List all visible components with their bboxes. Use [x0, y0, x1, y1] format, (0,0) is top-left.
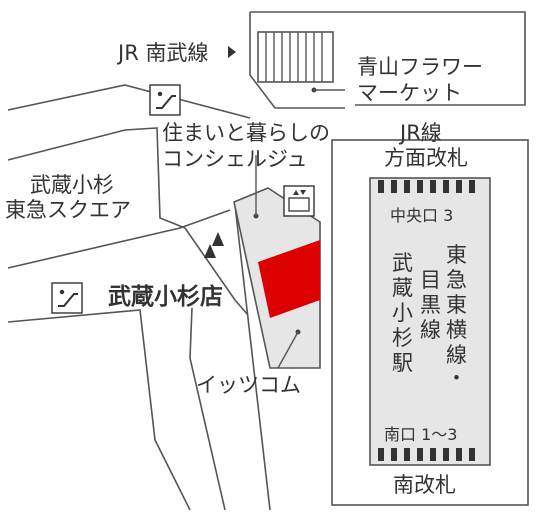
svg-text:急: 急	[446, 268, 467, 292]
elevator-icon	[283, 185, 315, 217]
svg-text:横: 横	[446, 318, 467, 342]
svg-text:東: 東	[446, 243, 467, 267]
svg-text:杉: 杉	[392, 326, 413, 350]
jr-gate-label-1: JR線	[398, 121, 442, 145]
south-gate-stripes	[378, 448, 475, 461]
svg-text:線: 線	[446, 343, 467, 367]
svg-text:蔵: 蔵	[392, 276, 413, 300]
store-block	[233, 155, 321, 369]
jr-gate-label-2: 方面改札	[384, 146, 468, 170]
station-name-column: 武 蔵 小 杉 駅	[392, 251, 413, 375]
sumai-label-1: 住まいと暮らしの	[162, 121, 330, 145]
musashi-tokyu-label-1: 武蔵小杉	[30, 173, 114, 197]
itscom-label: イッツコム	[196, 373, 301, 397]
svg-text:駅: 駅	[392, 351, 413, 375]
central-exit-label: 中央口 3	[390, 206, 453, 225]
aoyama-building	[249, 11, 526, 109]
south-exit-label: 南口 1〜3	[384, 425, 457, 444]
svg-text:武: 武	[392, 251, 413, 275]
escalator-icon	[51, 282, 83, 314]
meguro-line-column: 目 黒 線	[420, 268, 441, 342]
svg-text:目: 目	[420, 268, 441, 292]
svg-text:線: 線	[420, 318, 441, 342]
central-gate-stripes	[378, 180, 475, 193]
aoyama-label-2: マーケット	[357, 81, 462, 105]
jr-nambu-label: JR 南武線	[116, 41, 208, 65]
svg-text:東: 東	[446, 293, 467, 317]
musashi-tokyu-label-2: 東急スクエア	[5, 198, 131, 222]
store-highlight	[258, 240, 320, 318]
escalator-icon	[149, 84, 181, 116]
sumai-label-2: コンシェルジュ	[162, 147, 308, 171]
south-gate-label: 南改札	[393, 473, 456, 497]
direction-markers	[204, 46, 236, 258]
svg-text:小: 小	[392, 301, 413, 325]
station-building	[331, 139, 529, 506]
tokyu-line-column: 東 急 東 横 線 ・	[446, 243, 467, 390]
store-name-label: 武蔵小杉店	[108, 283, 223, 310]
aoyama-label-1: 青山フラワー	[357, 55, 483, 79]
svg-text:・: ・	[446, 366, 467, 390]
svg-text:黒: 黒	[420, 293, 441, 317]
street-outlines	[7, 84, 271, 511]
